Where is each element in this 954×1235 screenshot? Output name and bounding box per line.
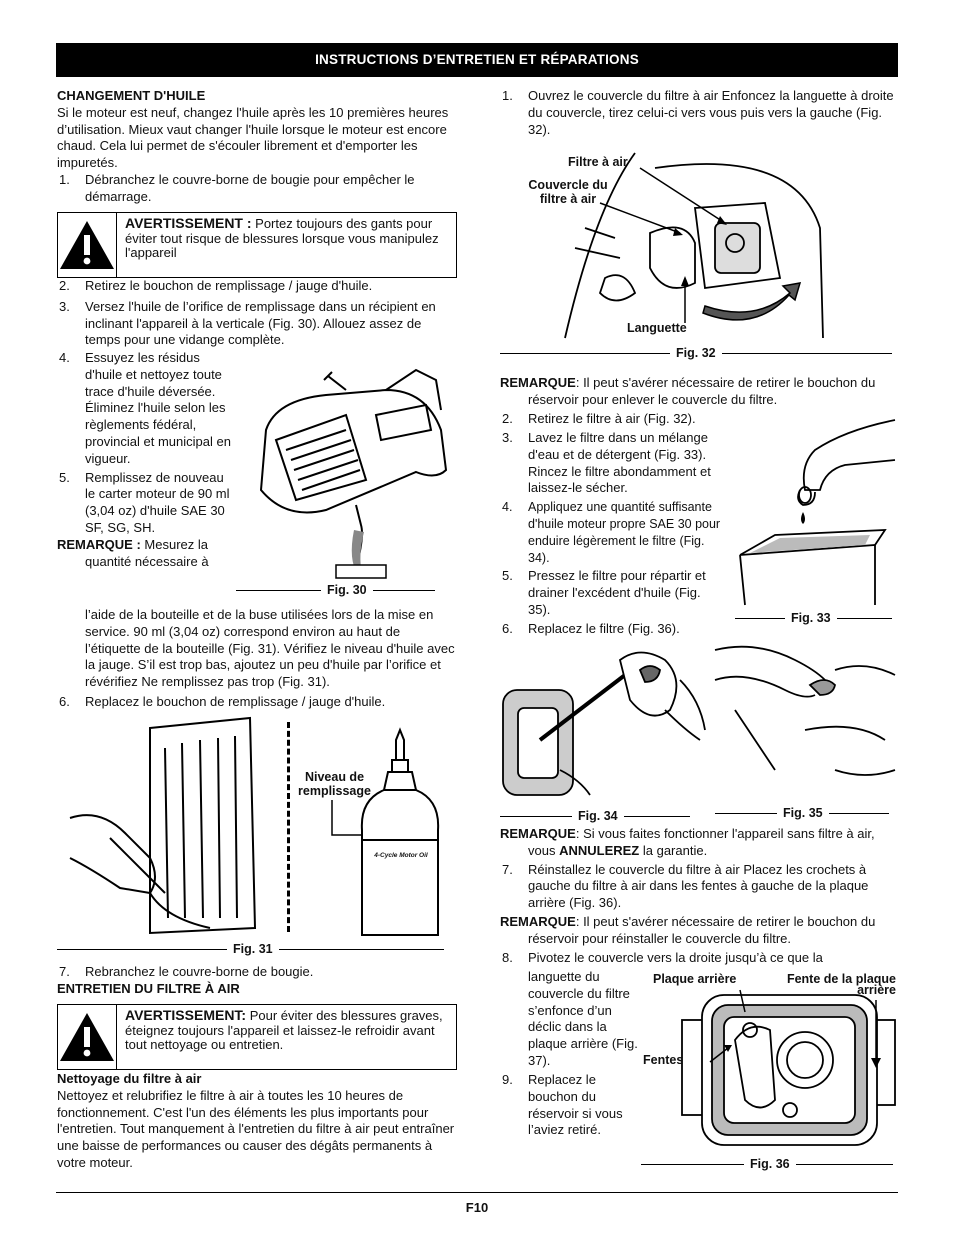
page-number: F10 <box>465 1200 489 1215</box>
fig36-backplate-illustration <box>681 989 896 1146</box>
remark-label: REMARQUE <box>500 375 576 390</box>
filter-step-8-cont: languette du couvercle du filtre s’enfon… <box>528 969 638 1068</box>
warning-icon <box>58 1005 117 1069</box>
warning-box-gloves: AVERTISSEMENT : Portez toujours des gant… <box>57 212 457 278</box>
filter-step-7: 7.Réinstallez le couvercle du filtre à a… <box>502 861 869 911</box>
step-2: 2.Retirez le bouchon de remplissage / ja… <box>59 278 373 293</box>
filter-step-6: 6.Replacez le filtre (Fig. 36). <box>502 620 680 636</box>
fig34-oil-filter-illustration <box>502 651 706 796</box>
fig33-filter-wash-illustration <box>739 419 896 606</box>
remark-label: REMARQUE <box>500 913 576 929</box>
fig32-air-filter-illustration <box>564 152 824 339</box>
footer-rule <box>56 1192 898 1193</box>
remark-text: : Il peut s'avérer nécessaire de retirer… <box>528 913 876 946</box>
heading-air-filter: ENTRETIEN DU FILTRE À AIR <box>57 980 240 996</box>
filter-step-3: 3.Lavez le filtre dans un mélange d'eau … <box>502 430 711 496</box>
warning-box-cooldown: AVERTISSEMENT: Pour éviter des blessures… <box>57 1004 457 1070</box>
remark-text: : Il peut s'avérer nécessaire de retirer… <box>528 375 876 407</box>
label-slots: Fentes <box>643 1053 684 1067</box>
warning-text: Pour éviter des blessures graves, éteign… <box>125 1008 443 1052</box>
remark-label: REMARQUE : <box>57 536 141 552</box>
fig35-caption: Fig. 35 <box>715 805 889 822</box>
heading-oil-change: CHANGEMENT D'HUILE <box>57 88 206 103</box>
step-6: 6.Replacez le bouchon de remplissage / j… <box>59 694 386 709</box>
step-1: 1.Débranchez le couvre-borne de bougie p… <box>59 171 415 204</box>
label-back-plate: Plaque arrière <box>653 972 737 986</box>
oil-intro: Si le moteur est neuf, changez l'huile a… <box>57 104 449 171</box>
remark-label: REMARQUE <box>500 826 576 841</box>
filter-step-4: 4.Appliquez une quantité suffisante d'hu… <box>502 500 721 565</box>
step-4: 4.Essuyez les résidus d'huile et nettoye… <box>59 350 231 466</box>
step-7: 7.Rebranchez le couvre-borne de bougie. <box>59 964 314 979</box>
cleaning-text: Nettoyez et relubrifiez le filtre à air … <box>57 1087 455 1170</box>
step-3: 3.Versez l'huile de l’orifice de remplis… <box>59 298 436 348</box>
fig31-caption: Fig. 31 <box>57 941 444 958</box>
fill-level-label: Niveau de remplissage <box>298 770 371 798</box>
warning-icon <box>58 213 117 277</box>
step-5: 5.Remplissez de nouveau le carter moteur… <box>59 469 230 535</box>
fig33-caption: Fig. 33 <box>735 610 892 627</box>
filter-step-8: 8.Pivotez le couvercle vers la droite ju… <box>502 949 823 965</box>
void-warranty: ANNULEREZ <box>559 842 640 858</box>
fig32-caption: Fig. 32 <box>500 345 892 362</box>
label-filter-cover: Couvercle du filtre à air <box>528 178 608 206</box>
fig34-caption: Fig. 34 <box>500 808 690 825</box>
fig31-refill-illustration <box>69 716 257 935</box>
warning-text: Portez toujours des gants pour éviter to… <box>125 216 439 260</box>
oil-bottle-icon <box>360 727 440 936</box>
warning-title: AVERTISSEMENT : <box>125 215 252 231</box>
filter-step-9: 9.Replacez le bouchon du réservoir si vo… <box>502 1072 623 1138</box>
warning-title: AVERTISSEMENT: <box>125 1007 247 1023</box>
label-tab: Languette <box>627 321 687 335</box>
bottle-label: 4-Cycle Motor Oil <box>374 852 428 859</box>
remark-text: l’aide de la bouteille et de la buse uti… <box>85 607 455 690</box>
divider-dashed <box>287 722 290 932</box>
label-air-filter: Filtre à air <box>568 155 628 169</box>
fig30-caption: Fig. 30 <box>236 582 435 599</box>
heading-filter-cleaning: Nettoyage du filtre à air <box>57 1071 202 1086</box>
fig36-caption: Fig. 36 <box>641 1156 893 1173</box>
filter-step-5: 5.Pressez le filtre pour répartir et dra… <box>502 568 706 617</box>
filter-step-2: 2.Retirez le filtre à air (Fig. 32). <box>502 410 696 426</box>
left-column: CHANGEMENT D'HUILE Si le moteur est neuf… <box>57 88 457 206</box>
fig30-trimmer-illustration <box>259 368 448 579</box>
fig35-squeeze-filter-illustration <box>714 645 896 776</box>
filter-step-1: 1.Ouvrez le couvercle du filtre à air En… <box>502 88 894 137</box>
section-header: INSTRUCTIONS D’ENTRETIEN ET RÉPARATIONS <box>56 43 898 77</box>
